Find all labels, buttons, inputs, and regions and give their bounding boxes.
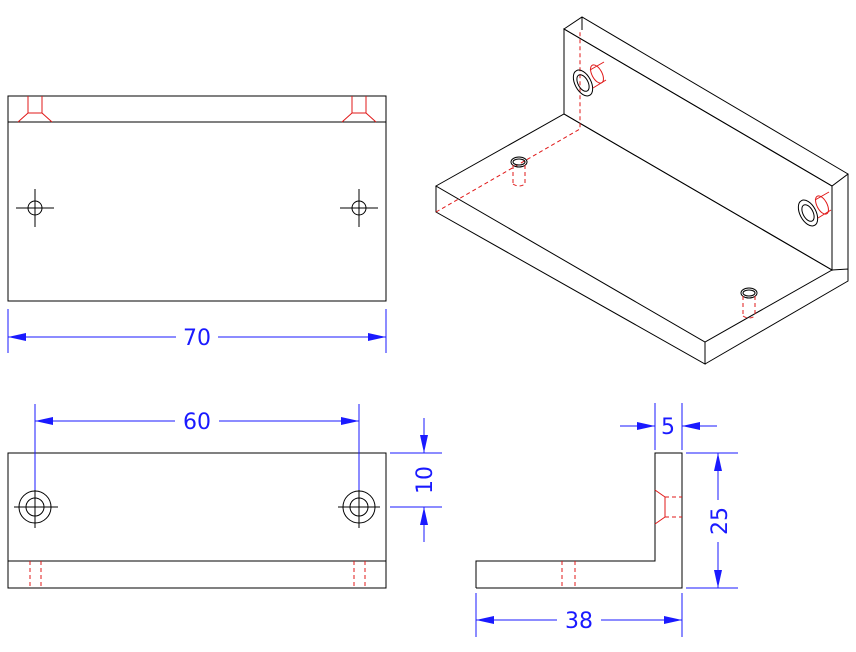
hidden-wall-hole <box>654 489 682 525</box>
base-hole-right <box>340 189 378 227</box>
dimension-label-38: 38 <box>565 609 593 634</box>
side-view-outline <box>475 452 683 589</box>
dimension-hole-spacing: 60 <box>34 404 360 490</box>
iso-base-hole-left <box>510 156 528 187</box>
top-view: 70 <box>7 95 387 353</box>
dimension-label-70: 70 <box>183 326 211 351</box>
dimension-label-5: 5 <box>661 415 675 440</box>
hidden-hole-right <box>341 96 377 123</box>
iso-wall-hole-upper <box>572 61 607 97</box>
isometric-view <box>434 16 849 365</box>
dimension-thickness: 5 <box>620 403 717 450</box>
iso-base-top <box>434 113 834 343</box>
iso-base-front <box>435 186 706 365</box>
iso-base-right <box>704 268 849 365</box>
iso-wall-top-face <box>563 16 849 187</box>
hidden-base-hole-right <box>353 561 366 588</box>
hidden-hole-left <box>17 96 53 123</box>
counterbore-hole-left <box>14 486 58 528</box>
iso-base-hole-right <box>740 287 758 319</box>
front-view-outline <box>7 452 387 589</box>
dimension-overall-length: 70 <box>7 309 387 353</box>
base-hole-left <box>16 189 54 227</box>
hidden-base-hole-left <box>29 561 42 588</box>
dimension-label-25: 25 <box>708 507 733 535</box>
front-view: 60 10 <box>7 404 442 589</box>
counterbore-hole-right <box>338 486 380 528</box>
dimension-depth: 38 <box>475 593 683 637</box>
side-view: 5 25 38 <box>475 403 738 637</box>
top-view-outline <box>7 95 387 302</box>
hidden-base-hole <box>561 561 576 588</box>
dimension-hole-offset: 10 <box>390 418 442 542</box>
dimension-height: 25 <box>686 452 738 589</box>
iso-wall-hole-lower <box>797 191 832 227</box>
dimension-label-10: 10 <box>413 466 438 494</box>
iso-wall-front-face <box>563 28 833 271</box>
iso-hidden-edges <box>435 30 581 213</box>
dimension-label-60: 60 <box>183 410 211 435</box>
